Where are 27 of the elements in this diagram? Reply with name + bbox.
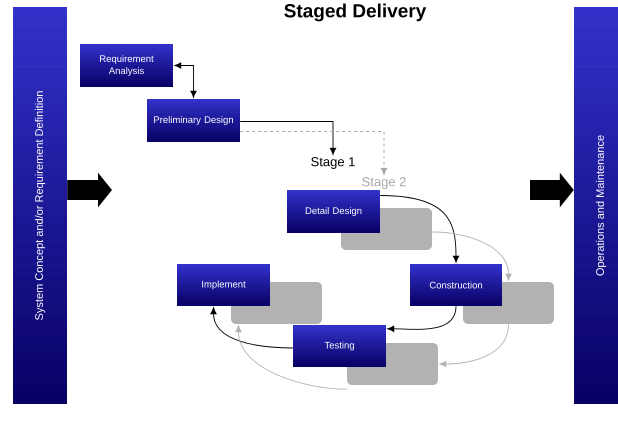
process-box: Implement [177,264,270,306]
process-box: Preliminary Design [147,99,240,142]
arrow [387,306,456,332]
arrow [210,307,294,348]
node-label: Testing [324,342,354,350]
arrow [240,121,336,155]
process-box: Requirement Analysis [80,44,173,87]
arrow [174,62,197,98]
node-label: Analysis [108,67,144,76]
arrow [235,325,348,390]
arrow [439,324,509,368]
phase-bar: Operations and Maintenance [574,7,618,404]
stage-label: Stage 2 [362,177,406,189]
arrow [380,195,460,263]
node-label: System Concept and/or Requirement Definition [34,91,46,320]
node-label: Preliminary Design [154,116,233,125]
node-label: Construction [430,282,482,288]
arrow [240,131,388,175]
process-box: Detail Design [287,190,380,233]
stage-label: Stage 1 [311,157,355,169]
process-box: Construction [410,264,502,306]
node-label: Implement [202,280,246,290]
node-label: Operations and Maintenance [596,135,606,276]
arrow [432,232,512,281]
phase-bar: System Concept and/or Requirement Definition [13,7,67,404]
title: Staged Delivery [284,4,426,22]
process-box: Testing [293,325,386,367]
